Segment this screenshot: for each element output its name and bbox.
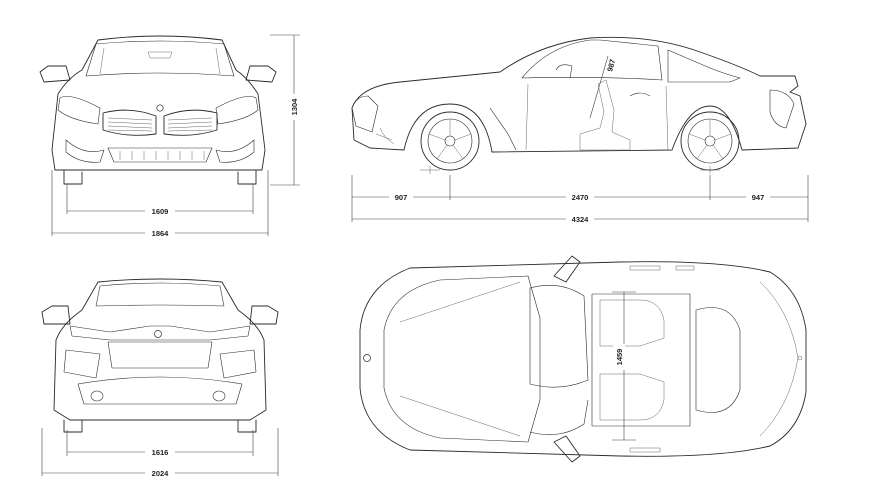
top-dimensions: 1459: [612, 291, 636, 441]
side-view: 987: [351, 36, 807, 174]
interior-width-label: 1459: [615, 349, 624, 366]
rear-view: [41, 278, 279, 433]
rear-overhang-label: 947: [752, 193, 765, 202]
front-overall-width-label: 1864: [152, 229, 170, 238]
front-dimensions: 1609 1864 1304: [51, 34, 300, 238]
rear-dimensions: 1616 2024: [41, 428, 279, 478]
brand-logo-rear: [154, 330, 162, 338]
front-track-label: 1609: [152, 207, 169, 216]
seat-height-label: 987: [605, 58, 617, 72]
rear-track-label: 1616: [152, 448, 169, 457]
front-view: [39, 35, 277, 185]
height-label: 1304: [290, 98, 299, 116]
wheelbase-label: 2470: [572, 193, 589, 202]
brand-logo-front: [156, 104, 164, 112]
front-overhang-label: 907: [395, 193, 408, 202]
rear-overall-width-label: 2024: [152, 469, 170, 478]
overall-length-label: 4324: [572, 215, 590, 224]
side-dimensions: 907 2470 947 4324: [351, 175, 809, 224]
brand-logo-top: [363, 354, 371, 362]
top-view: [359, 255, 807, 463]
